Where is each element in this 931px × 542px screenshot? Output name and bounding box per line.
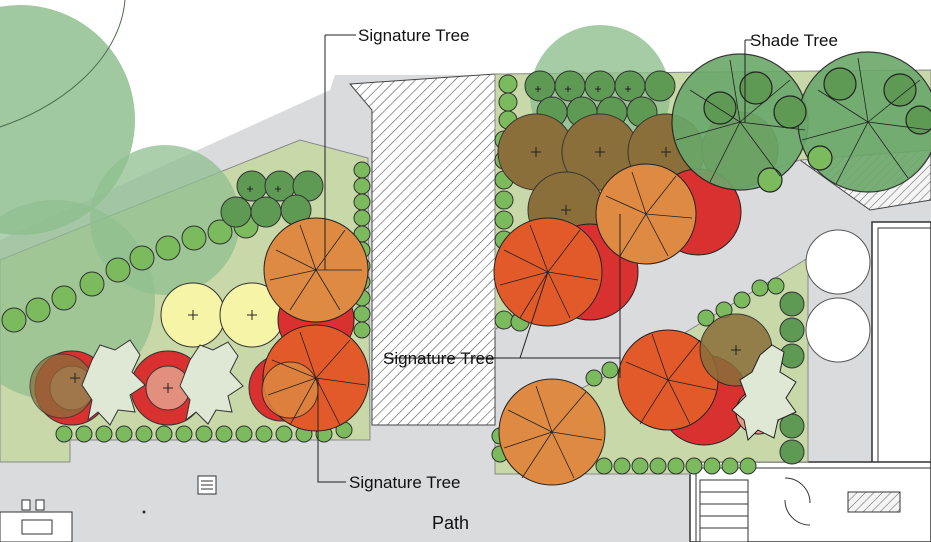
accent-trees-left bbox=[29, 339, 316, 426]
leader-lines bbox=[317, 34, 752, 483]
hatched-wall-center bbox=[348, 73, 496, 426]
shrub-cluster-left bbox=[220, 170, 324, 228]
label-signature-tree-bottom: Signature Tree bbox=[349, 473, 461, 492]
building-bottom-right bbox=[689, 221, 931, 542]
border-shrubs-left bbox=[55, 161, 371, 443]
label-signature-tree-middle: Signature Tree bbox=[383, 349, 495, 368]
label-signature-tree-top: Signature Tree bbox=[358, 26, 470, 45]
label-path: Path bbox=[432, 513, 469, 533]
white-existing-trees bbox=[805, 229, 871, 363]
canopy-branch-lines bbox=[267, 57, 931, 479]
shrub-rows-upper-right bbox=[494, 70, 676, 332]
shade-trees bbox=[671, 51, 931, 193]
label-shade-tree: Shade Tree bbox=[750, 31, 838, 50]
equipment-bottom-left bbox=[0, 475, 217, 542]
signature-trees-left bbox=[261, 217, 370, 432]
tree-center-marks bbox=[70, 86, 741, 393]
